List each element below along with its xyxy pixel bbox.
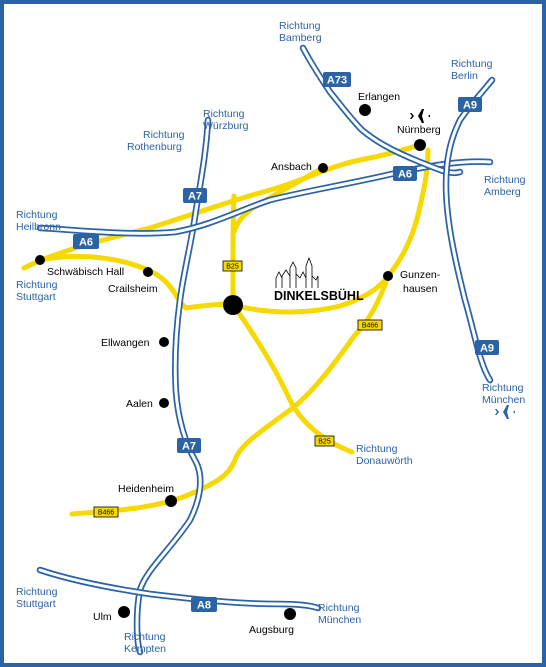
city-dot-schwaebisch-hall bbox=[35, 255, 45, 265]
direction-bamberg-2: Bamberg bbox=[279, 32, 322, 44]
sign-b25-south: B25 bbox=[314, 435, 335, 447]
direction-muenchen-south-1: Richtung bbox=[318, 602, 360, 614]
direction-muenchen-south-2: München bbox=[318, 614, 361, 626]
direction-stuttgart-west-1: Richtung bbox=[16, 279, 58, 291]
road-sh-to-dinkelsbuehl bbox=[21, 141, 425, 271]
shield-a7-north: A7 bbox=[183, 188, 207, 203]
city-dot-ellwangen bbox=[159, 337, 169, 347]
svg-text:B466: B466 bbox=[98, 510, 114, 517]
city-dot-nuernberg bbox=[414, 139, 426, 151]
city-label-ansbach: Ansbach bbox=[271, 161, 312, 173]
city-dot-heidenheim bbox=[165, 495, 177, 507]
city-label-schwaebisch-hall: Schwäbisch Hall bbox=[47, 266, 124, 278]
city-dot-crailsheim bbox=[143, 267, 153, 277]
direction-stuttgart-south-1: Richtung bbox=[16, 586, 58, 598]
direction-donauwoerth-1: Richtung bbox=[356, 443, 398, 455]
city-label-nuernberg: Nürnberg bbox=[397, 124, 441, 136]
svg-text:A9: A9 bbox=[463, 100, 477, 112]
city-label-augsburg: Augsburg bbox=[249, 624, 294, 636]
direction-wuerzburg-2: Würzburg bbox=[203, 120, 249, 132]
direction-rothenburg-2: Rothenburg bbox=[127, 141, 182, 153]
svg-text:A6: A6 bbox=[398, 169, 412, 181]
sign-b466-east: B466 bbox=[357, 319, 383, 331]
city-label-gunzenhausen-2: hausen bbox=[403, 283, 438, 295]
svg-text:B466: B466 bbox=[362, 323, 378, 330]
motorway-shields: A73 A9 A6 A7 A6 A9 A7 A8 bbox=[73, 72, 499, 612]
svg-text:A6: A6 bbox=[79, 237, 93, 249]
main-city: DINKELSBÜHL bbox=[223, 256, 364, 315]
federal-road-signs: B25 B466 B25 B466 bbox=[93, 260, 383, 518]
direction-amberg-1: Richtung bbox=[484, 174, 526, 186]
city-dot-ansbach bbox=[318, 163, 328, 173]
city-dot-augsburg bbox=[284, 608, 296, 620]
direction-muenchen-east-1: Richtung bbox=[482, 382, 524, 394]
svg-text:B25: B25 bbox=[226, 264, 239, 271]
direction-labels: Richtung Bamberg Richtung Berlin Richtun… bbox=[16, 20, 526, 655]
shield-a9-south: A9 bbox=[475, 340, 499, 355]
city-dot-dinkelsbuehl bbox=[223, 295, 243, 315]
direction-stuttgart-south-2: Stuttgart bbox=[16, 598, 56, 610]
direction-kempten-2: Kempten bbox=[124, 643, 166, 655]
direction-heilbronn-2: Heilbronn bbox=[16, 221, 61, 233]
city-dot-erlangen bbox=[359, 104, 371, 116]
sign-b25-north: B25 bbox=[222, 260, 243, 272]
city-label-crailsheim: Crailsheim bbox=[108, 283, 158, 295]
airplane-icon bbox=[495, 405, 515, 419]
town-skyline-icon bbox=[275, 256, 319, 288]
city-label-ellwangen: Ellwangen bbox=[101, 337, 150, 349]
direction-berlin-1: Richtung bbox=[451, 58, 493, 70]
shield-a73: A73 bbox=[323, 72, 351, 87]
direction-kempten-1: Richtung bbox=[124, 631, 166, 643]
shield-a6-east: A6 bbox=[393, 166, 417, 181]
svg-text:A8: A8 bbox=[197, 600, 211, 612]
road-b466-gunzenhausen-heidenheim bbox=[69, 273, 391, 517]
direction-wuerzburg-1: Richtung bbox=[203, 108, 245, 120]
sign-b466-west: B466 bbox=[93, 506, 119, 518]
shield-a7-south: A7 bbox=[177, 438, 201, 453]
city-label-gunzenhausen-1: Gunzen- bbox=[400, 269, 441, 281]
city-label-erlangen: Erlangen bbox=[358, 91, 400, 103]
direction-muenchen-east-2: München bbox=[482, 394, 525, 406]
city-label-heidenheim: Heidenheim bbox=[118, 483, 174, 495]
direction-berlin-2: Berlin bbox=[451, 70, 478, 82]
direction-bamberg-1: Richtung bbox=[279, 20, 321, 32]
main-city-label: DINKELSBÜHL bbox=[274, 288, 364, 303]
svg-text:A73: A73 bbox=[327, 75, 347, 87]
road-crailsheim-dinkelsbuehl bbox=[37, 253, 235, 311]
direction-rothenburg-1: Richtung bbox=[143, 129, 185, 141]
svg-text:A7: A7 bbox=[188, 191, 202, 203]
direction-stuttgart-west-2: Stuttgart bbox=[16, 291, 56, 303]
direction-amberg-2: Amberg bbox=[484, 186, 521, 198]
direction-heilbronn-1: Richtung bbox=[16, 209, 58, 221]
city-dot-ulm bbox=[118, 606, 130, 618]
city-label-aalen: Aalen bbox=[126, 398, 153, 410]
city-dot-gunzenhausen bbox=[383, 271, 393, 281]
shield-a6-west: A6 bbox=[73, 234, 99, 249]
svg-text:A7: A7 bbox=[182, 441, 196, 453]
cities: Erlangen Nürnberg Ansbach Schwäbisch Hal… bbox=[35, 91, 441, 636]
direction-donauwoerth-2: Donauwörth bbox=[356, 455, 413, 467]
road-dinkelsbuehl-gunzenhausen bbox=[230, 273, 391, 315]
svg-text:B25: B25 bbox=[318, 439, 331, 446]
shield-a8: A8 bbox=[191, 597, 217, 612]
airplane-icon bbox=[410, 109, 430, 123]
shield-a9-north: A9 bbox=[458, 97, 482, 112]
svg-text:A9: A9 bbox=[480, 343, 494, 355]
city-label-ulm: Ulm bbox=[93, 611, 112, 623]
city-dot-aalen bbox=[159, 398, 169, 408]
